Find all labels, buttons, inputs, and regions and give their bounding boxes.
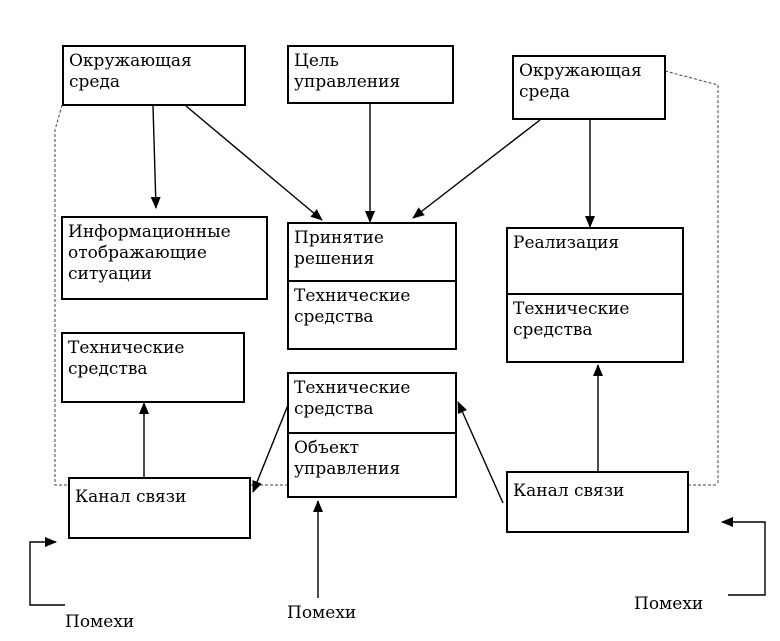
decision-box: Принятие решения Технические средства [287,222,457,350]
tech-left-box: Технические средства [61,332,245,403]
channel-left-label: Канал связи [75,487,187,507]
env-right-box: Окружающая среда [512,55,666,120]
object-bottom-label: Объект управления [294,438,401,479]
object-box: Технические средства Объект управления [287,372,457,498]
env-right-label: Окружающая среда [519,61,642,102]
realization-box: Реализация Технические средства [506,227,684,363]
env-left-box: Окружающая среда [62,45,246,106]
decision-top-label: Принятие решения [289,224,455,282]
info-display-box: Информационные отображающие ситуации [61,216,268,300]
realization-bottom-label: Технические средства [513,299,630,340]
arrow-env-left-to-decision [185,105,323,221]
noise-center-label: Помехи [287,603,357,623]
channel-left-box: Канал связи [68,477,251,539]
arrow-env-left-to-info [150,105,161,209]
dashed-boundary-left [54,104,70,486]
arrow-channel-right-to-object [457,401,504,504]
arrow-object-to-channel-left [252,404,289,493]
tech-left-label: Технические средства [68,338,185,379]
channel-right-label: Канал связи [513,481,625,501]
noise-bracket-right [721,517,766,596]
env-left-label: Окружающая среда [69,51,192,92]
decision-bottom-label: Технические средства [294,286,411,327]
noise-left-label: Помехи [65,612,135,632]
noise-bracket-left [29,537,65,606]
noise-right-label: Помехи [634,594,704,614]
dashed-boundary-right [664,70,719,485]
object-top-label: Технические средства [289,374,455,434]
goal-label: Цель управления [294,51,401,92]
realization-top-label: Реализация [508,229,682,295]
goal-box: Цель управления [287,45,454,104]
arrow-env-right-to-decision [412,119,541,219]
channel-right-box: Канал связи [506,471,689,533]
info-display-label: Информационные отображающие ситуации [68,222,231,284]
